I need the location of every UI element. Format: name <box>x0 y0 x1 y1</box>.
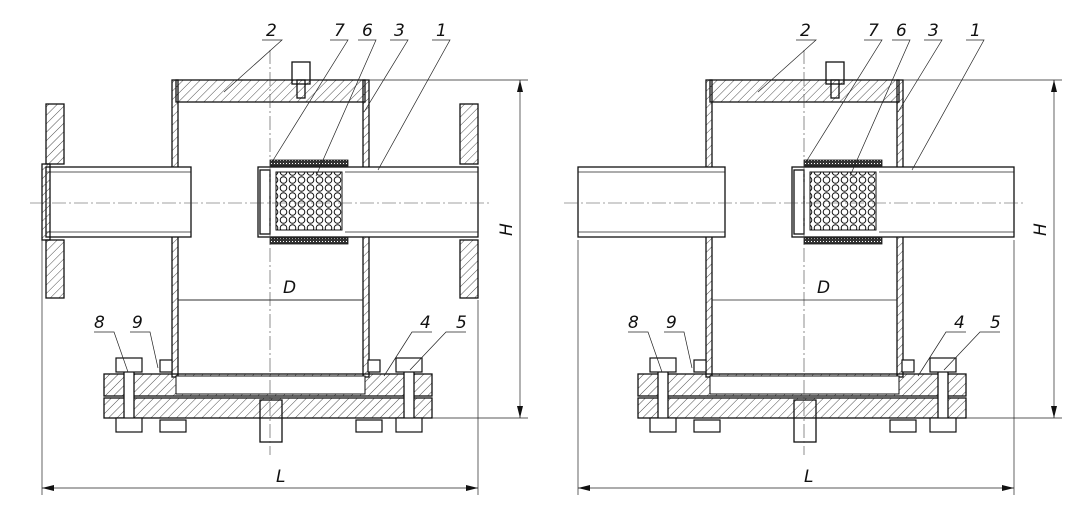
callout-1: 1 <box>970 21 981 41</box>
mesh-top <box>269 159 349 167</box>
bottom-cover-plate <box>637 397 967 419</box>
leader-7 <box>805 39 883 163</box>
nut-bottom-right <box>395 417 423 433</box>
mesh-bottom <box>803 237 883 245</box>
callout-6: 6 <box>896 21 907 41</box>
callout-2: 2 <box>266 21 277 41</box>
callout-2: 2 <box>800 21 811 41</box>
dim-l-arrow-right <box>1002 485 1014 491</box>
body-flange-bore <box>175 375 366 395</box>
mesh-bottom <box>269 237 349 245</box>
drain-plug <box>793 399 817 443</box>
leader-8 <box>628 331 663 373</box>
dim-d-label: D <box>283 278 296 298</box>
dim-h-arrow-top <box>1051 80 1057 92</box>
leader-6 <box>849 39 911 177</box>
callout-4: 4 <box>954 313 965 333</box>
vent-stem <box>296 79 306 99</box>
screw-left <box>159 359 173 373</box>
callout-4: 4 <box>420 313 431 333</box>
leader-4 <box>383 331 432 377</box>
leader-2 <box>223 39 283 93</box>
vent-stem <box>830 79 840 99</box>
filter-view-left: D H L 2 7 6 3 1 8 9 <box>30 21 528 495</box>
dim-l-arrow-left <box>578 485 590 491</box>
perforated-filter-element <box>809 171 877 231</box>
drain-plug <box>259 399 283 443</box>
leader-5 <box>409 331 466 371</box>
callout-leaders <box>94 39 466 377</box>
bottom-cover-plate <box>103 397 433 419</box>
leader-3 <box>363 39 409 113</box>
nut-bottom-right <box>929 417 957 433</box>
perforated-filter-element <box>275 171 343 231</box>
top-cover <box>175 79 366 103</box>
callout-9: 9 <box>132 313 143 333</box>
leader-7 <box>271 39 349 163</box>
leader-5 <box>943 331 1000 371</box>
inlet-flange-top <box>45 103 65 165</box>
callout-3: 3 <box>928 21 939 41</box>
nut-top-left <box>115 357 143 373</box>
nut-bottom-left <box>115 417 143 433</box>
callout-8: 8 <box>94 313 105 333</box>
leader-1 <box>377 39 451 171</box>
callout-5: 5 <box>456 313 467 333</box>
callout-3: 3 <box>394 21 405 41</box>
screw-right <box>367 359 381 373</box>
leader-2 <box>757 39 817 93</box>
nut-lower-inner-right <box>355 419 383 433</box>
vent-plug <box>825 61 845 85</box>
mesh-top <box>803 159 883 167</box>
dim-l-label: L <box>804 467 813 487</box>
screw-left <box>693 359 707 373</box>
inlet-pipe <box>45 166 192 238</box>
filter-end-cap <box>259 169 271 235</box>
dim-h-label: H <box>1031 223 1051 236</box>
callout-1: 1 <box>436 21 447 41</box>
leader-4 <box>917 331 966 377</box>
nut-lower-inner-left <box>693 419 721 433</box>
leader-9 <box>130 331 159 369</box>
leader-9 <box>664 331 693 369</box>
callout-8: 8 <box>628 313 639 333</box>
dim-h-arrow-bottom <box>517 406 523 418</box>
callout-7: 7 <box>334 21 345 41</box>
callout-leaders <box>628 39 1000 377</box>
inlet-flange-face <box>41 163 51 241</box>
dim-l-arrow-left <box>42 485 54 491</box>
nut-lower-inner-right <box>889 419 917 433</box>
leader-3 <box>897 39 943 113</box>
callout-5: 5 <box>990 313 1001 333</box>
top-cover <box>709 79 900 103</box>
outlet-flange-bottom <box>459 239 479 299</box>
callout-9: 9 <box>666 313 677 333</box>
dim-h-arrow-top <box>517 80 523 92</box>
inlet-pipe <box>577 166 726 238</box>
callout-6: 6 <box>362 21 373 41</box>
leader-8 <box>94 331 129 373</box>
nut-top-left <box>649 357 677 373</box>
nut-top-right <box>929 357 957 373</box>
inlet-flange-bottom <box>45 239 65 299</box>
dim-l-arrow-right <box>466 485 478 491</box>
dim-d-label: D <box>817 278 830 298</box>
dim-l-label: L <box>276 467 285 487</box>
screw-right <box>901 359 915 373</box>
leader-1 <box>911 39 985 171</box>
body-flange-bore <box>709 375 900 395</box>
nut-lower-inner-left <box>159 419 187 433</box>
outlet-flange-top <box>459 103 479 165</box>
dim-h-arrow-bottom <box>1051 406 1057 418</box>
vent-plug <box>291 61 311 85</box>
callout-7: 7 <box>868 21 879 41</box>
nut-top-right <box>395 357 423 373</box>
dim-h-label: H <box>497 223 517 236</box>
filter-view-right: D H L 2 7 6 3 1 8 9 4 5 <box>564 21 1062 495</box>
filter-end-cap <box>793 169 805 235</box>
leader-6 <box>315 39 377 177</box>
nut-bottom-left <box>649 417 677 433</box>
